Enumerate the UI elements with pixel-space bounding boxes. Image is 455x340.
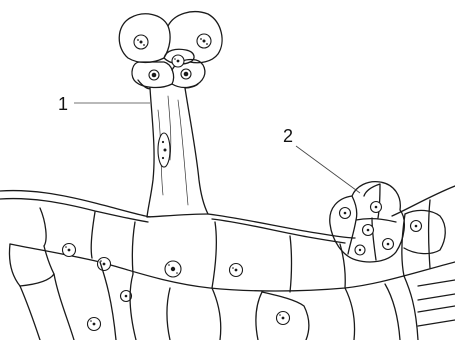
trichome-nucleus-dot bbox=[387, 243, 390, 246]
head-nucleus-dot bbox=[206, 43, 208, 45]
epidermal-nucleus-dot bbox=[65, 246, 67, 248]
stalk-nucleus-dot bbox=[162, 141, 164, 143]
cell-wall bbox=[418, 280, 455, 326]
epidermal-nucleus-dot bbox=[282, 317, 285, 320]
epidermal-nucleus-dot bbox=[232, 267, 234, 269]
outer-wall-right-inner bbox=[212, 219, 345, 243]
epidermal-nucleus-dot bbox=[168, 264, 170, 266]
cell-wall bbox=[385, 284, 400, 340]
glandular-hair bbox=[119, 12, 222, 217]
cell-wall bbox=[212, 288, 221, 340]
cell-wall bbox=[100, 262, 116, 340]
trichome-nucleus-dot bbox=[375, 206, 378, 209]
cell-wall bbox=[40, 208, 46, 246]
label-1: 1 bbox=[58, 94, 68, 114]
hair-stalk-left bbox=[147, 88, 154, 217]
epidermal-nucleus-dot bbox=[93, 323, 96, 326]
epidermal-nucleus-dot bbox=[279, 314, 281, 316]
stalk-nucleus-dot bbox=[162, 157, 164, 159]
cell-wall bbox=[429, 200, 431, 268]
cell-wall bbox=[167, 288, 170, 340]
epidermal-nucleus-dot bbox=[90, 320, 92, 322]
epidermal-nucleus-dot bbox=[125, 295, 128, 298]
cell-wall bbox=[340, 244, 345, 288]
head-nucleus-dot bbox=[177, 60, 180, 63]
head-nucleus-dot bbox=[140, 41, 143, 44]
cell-wall bbox=[345, 288, 355, 340]
stalk-nucleus-dot bbox=[164, 149, 167, 152]
outer-wall-left bbox=[0, 191, 150, 217]
leader-line-2 bbox=[296, 146, 360, 193]
cell-wall bbox=[256, 292, 262, 340]
cell-wall bbox=[91, 212, 95, 258]
trichome-nucleus-dot bbox=[359, 249, 361, 251]
trichome-nucleus-dot bbox=[344, 212, 347, 215]
cell-wall bbox=[132, 222, 135, 274]
cell-wall bbox=[54, 274, 74, 340]
hair-stalk-right bbox=[185, 88, 208, 214]
cell-wall bbox=[212, 222, 216, 288]
epidermal-nucleus-dot bbox=[171, 267, 175, 271]
neck-nucleus-dot bbox=[152, 73, 157, 78]
cell-wall bbox=[20, 286, 40, 340]
label-2: 2 bbox=[283, 126, 293, 146]
head-nucleus-dot bbox=[174, 58, 176, 60]
epidermis bbox=[10, 200, 455, 331]
cell-wall bbox=[9, 244, 20, 286]
head-nucleus-dot bbox=[203, 40, 206, 43]
cell-wall bbox=[130, 274, 136, 340]
cell-wall bbox=[404, 276, 418, 340]
outer-wall-left-inner bbox=[0, 199, 148, 222]
epidermal-nucleus-dot bbox=[415, 225, 418, 228]
epidermal-nucleus-dot bbox=[176, 272, 178, 274]
head-nucleus-dot bbox=[137, 39, 139, 41]
hair-stalk-bottom bbox=[147, 214, 208, 217]
neck-base bbox=[138, 80, 198, 89]
epidermal-nucleus-dot bbox=[103, 263, 106, 266]
neck-nucleus-dot bbox=[184, 72, 189, 77]
trichome-nucleus-dot bbox=[367, 229, 370, 232]
right-cell bbox=[404, 210, 445, 253]
epidermal-nucleus-dot bbox=[235, 269, 238, 272]
head-nucleus-dot bbox=[143, 44, 145, 46]
head-nucleus-dot bbox=[200, 38, 202, 40]
cell-wall bbox=[290, 236, 292, 292]
epidermal-nucleus-dot bbox=[68, 249, 71, 252]
